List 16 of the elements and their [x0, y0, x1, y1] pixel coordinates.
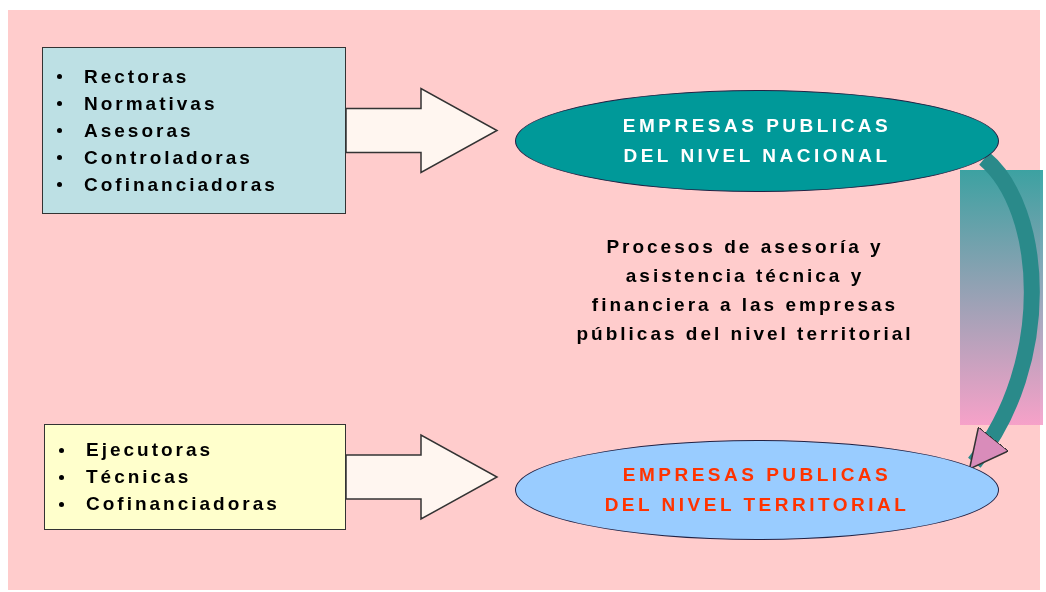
- list-item: Controladoras: [84, 146, 253, 169]
- list-item: Rectoras: [84, 65, 190, 88]
- list-item: Ejecutoras: [86, 439, 214, 461]
- list-item: Normativas: [84, 92, 218, 115]
- list-item: Cofinanciadoras: [86, 493, 280, 515]
- description-text: Procesos de asesoría y asistencia técnica y financiera a las empresas públicas del nivel territorial: [575, 235, 915, 346]
- list-item: Técnicas: [86, 466, 192, 488]
- node-title: EMPRESAS PUBLICAS DEL NIVEL TERRITORIAL: [603, 463, 911, 517]
- node-title: EMPRESAS PUBLICAS DEL NIVEL NACIONAL: [621, 114, 893, 168]
- block-arrow: [345, 433, 499, 521]
- list-item: Cofinanciadoras: [84, 173, 278, 196]
- block-arrow: [345, 87, 499, 174]
- curved-arrow: [967, 152, 1040, 470]
- list-item: Asesoras: [84, 119, 194, 142]
- list-box: [44, 424, 346, 530]
- list-box: [42, 47, 346, 214]
